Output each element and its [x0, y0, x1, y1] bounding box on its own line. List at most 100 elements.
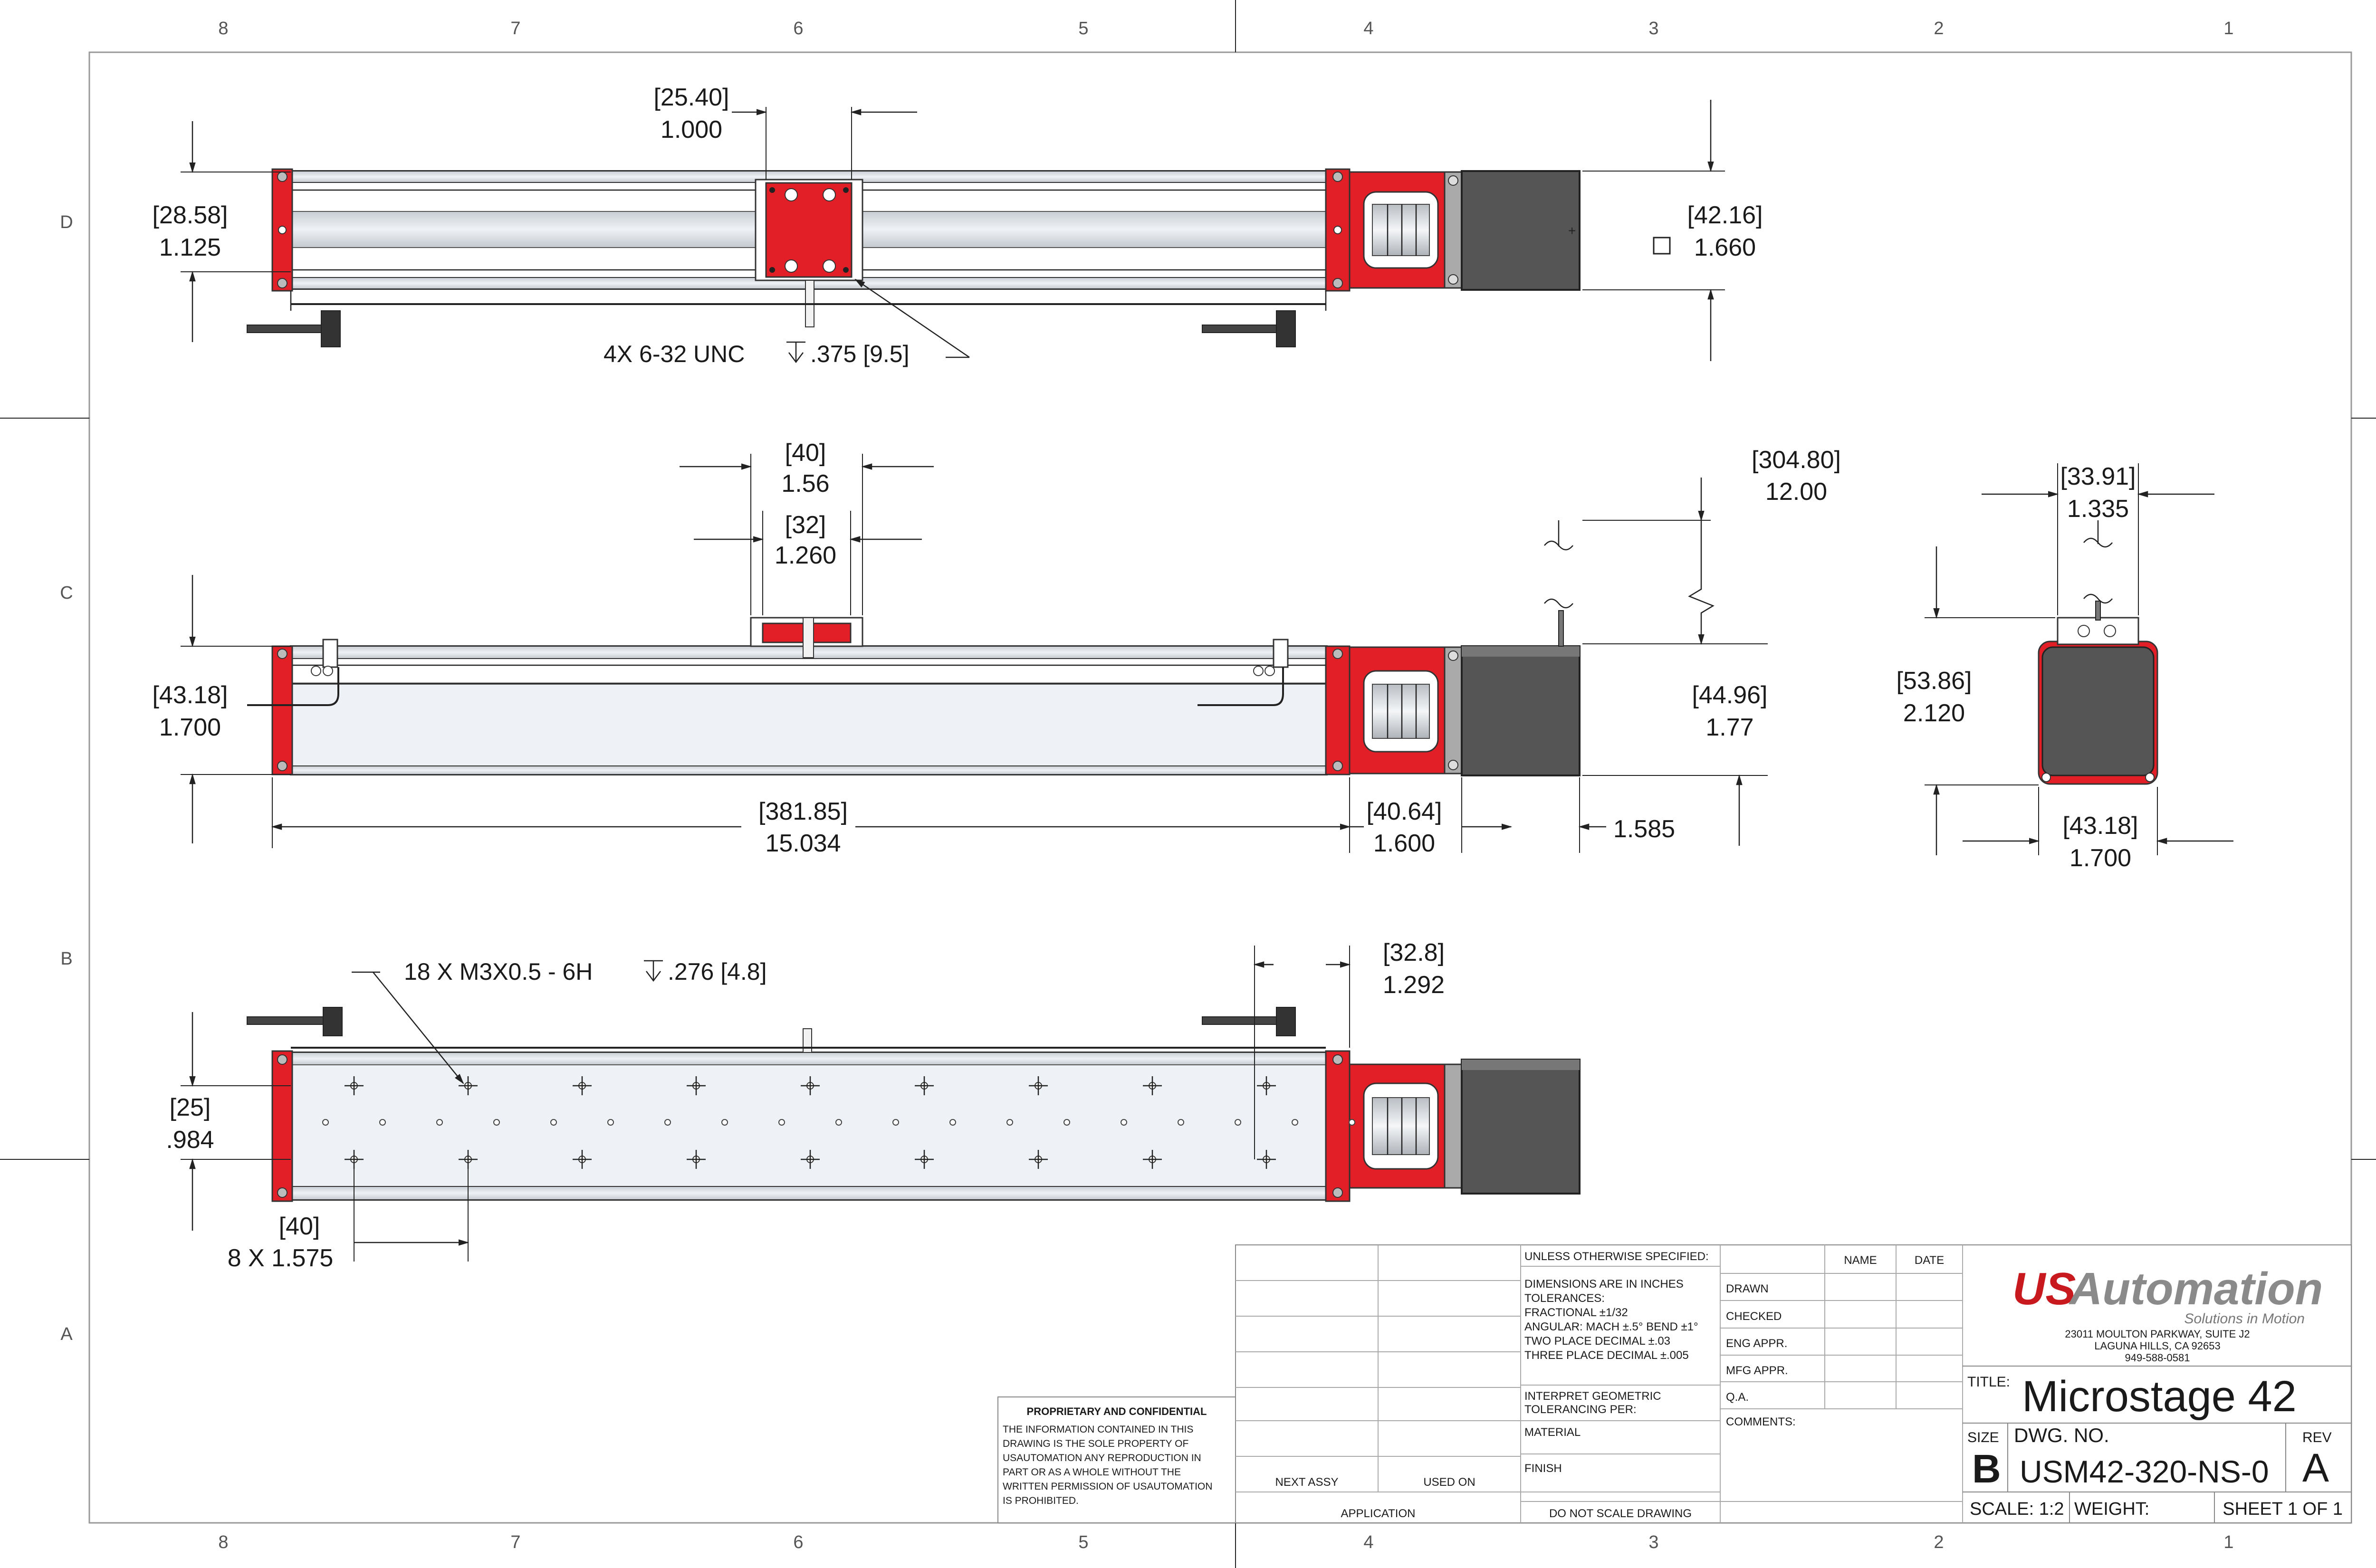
zone-column-label: 2 [1934, 1532, 1944, 1552]
proprietary-line: THE INFORMATION CONTAINED IN THIS [1003, 1424, 1193, 1435]
top-holes-note: 4X 6-32 UNC [604, 341, 745, 367]
proprietary-line: IS PROHIBITED. [1003, 1495, 1079, 1506]
bottom-pitch-dim-mm: [40] [279, 1213, 320, 1240]
zone-column-label: 8 [218, 1532, 228, 1552]
proprietary-line: USAUTOMATION ANY REPRODUCTION IN [1003, 1453, 1201, 1463]
center-hole [436, 1119, 443, 1126]
center-hole [1235, 1119, 1241, 1126]
mfg-appr-label: MFG APPR. [1726, 1364, 1788, 1377]
weight-label: WEIGHT: [2074, 1499, 2149, 1519]
tolerances-text: DIMENSIONS ARE IN INCHESTOLERANCES:FRACT… [1524, 1278, 1698, 1362]
rev-label: REV [2302, 1430, 2332, 1445]
zone-row-label: C [60, 583, 73, 603]
tolerance-line: FRACTIONAL ±1/32 [1524, 1306, 1628, 1319]
mounting-holes [322, 1076, 1355, 1169]
break-symbol-icon [2083, 520, 2113, 604]
title-block: PROPRIETARY AND CONFIDENTIAL THE INFORMA… [997, 1244, 2352, 1523]
side-length-dim-in: 15.034 [765, 830, 841, 857]
break-symbol-icon [1544, 520, 1573, 609]
bottom-view: [32.8] 1.292 [25] .984 [40] 8 X 1.575 18… [166, 939, 1581, 1272]
side-length-dim-mm: [381.85] [758, 798, 848, 825]
zone-column-label: 7 [510, 1532, 520, 1552]
side-carriage-outer-in: 1.56 [781, 470, 829, 497]
dwg-no-label: DWG. NO. [2014, 1424, 2109, 1446]
bottom-end-dim-in: 1.292 [1383, 971, 1445, 999]
side-carriage-inner-in: 1.260 [775, 542, 836, 569]
proprietary-line: WRITTEN PERMISSION OF USAUTOMATION [1003, 1481, 1212, 1492]
zone-row-label: D [60, 212, 73, 232]
top-holes-depth: .375 [9.5] [810, 341, 910, 367]
zone-column-label: 7 [510, 19, 520, 38]
center-hole [778, 1119, 785, 1126]
used-on-label: USED ON [1423, 1476, 1475, 1489]
comments-label: COMMENTS: [1726, 1415, 1796, 1428]
top-carriage-dim-mm: [25.40] [653, 84, 729, 111]
end-width-dim-mm: [43.18] [2062, 812, 2138, 840]
end-top-dim-mm: [33.91] [2060, 463, 2136, 490]
center-hole [1006, 1119, 1013, 1126]
sheet-label: SHEET 1 OF 1 [2223, 1499, 2343, 1519]
end-top-dim-in: 1.335 [2067, 495, 2129, 523]
center-hole [892, 1119, 899, 1126]
side-motor-length-dim: 1.585 [1613, 815, 1675, 843]
center-hole [949, 1119, 956, 1126]
center-hole [835, 1119, 842, 1126]
tolerance-line: THREE PLACE DECIMAL ±.005 [1524, 1349, 1689, 1362]
eng-appr-label: ENG APPR. [1726, 1337, 1787, 1350]
next-assy-label: NEXT ASSY [1275, 1476, 1339, 1489]
zone-column-label: 4 [1363, 1532, 1373, 1552]
tagline: Solutions in Motion [2184, 1311, 2305, 1327]
side-carriage-outer-mm: [40] [785, 439, 826, 467]
bottom-holes-note: 18 X M3X0.5 - 6H [404, 958, 593, 985]
top-height-dim-in: 1.125 [159, 234, 221, 261]
zone-column-label: 3 [1648, 1532, 1658, 1552]
center-hole [322, 1119, 329, 1126]
center-hole [1063, 1119, 1070, 1126]
center-hole [379, 1119, 386, 1126]
side-view: [40] 1.56 [32] 1.260 [304.80] 12.00 [43.… [152, 439, 1840, 857]
tolerance-line: TOLERANCES: [1524, 1292, 1605, 1305]
dwg-no-value: USM42-320-NS-0 [2020, 1454, 2269, 1489]
side-height-dim-mm: [43.18] [152, 681, 228, 709]
finish-label: FINISH [1524, 1462, 1562, 1475]
top-view: + [25.40] 1.000 [28.58] 1.125 [152, 84, 1763, 367]
title-label: TITLE: [1967, 1374, 2010, 1390]
center-hole [607, 1119, 614, 1126]
depth-symbol-icon [644, 960, 663, 982]
proprietary-title: PROPRIETARY AND CONFIDENTIAL [1027, 1405, 1207, 1417]
center-hole [1121, 1119, 1127, 1126]
zone-row-label: B [60, 949, 72, 969]
company-logo: US Automation [2012, 1263, 2323, 1314]
application-label: APPLICATION [1341, 1507, 1416, 1520]
interpret-line-1: INTERPRET GEOMETRIC [1524, 1390, 1661, 1403]
top-height-dim-mm: [28.58] [152, 201, 228, 229]
top-carriage-dim-in: 1.000 [661, 116, 722, 143]
bottom-end-dim-mm: [32.8] [1383, 939, 1445, 966]
side-motor-dim-in: 1.77 [1705, 714, 1753, 741]
end-height-dim-in: 2.120 [1903, 699, 1965, 727]
zone-column-label: 5 [1078, 19, 1088, 38]
proprietary-text: THE INFORMATION CONTAINED IN THIS DRAWING… [1003, 1424, 1212, 1506]
checked-label: CHECKED [1726, 1310, 1782, 1323]
end-view: [33.91] 1.335 [53.86] 2.120 [43.18] 1.70… [1896, 463, 2233, 872]
scale-label: SCALE: 1:2 [1970, 1499, 2064, 1519]
proprietary-line: DRAWING IS THE SOLE PROPERTY OF [1003, 1438, 1188, 1449]
tolerance-line: DIMENSIONS ARE IN INCHES [1524, 1278, 1684, 1291]
zone-column-label: 1 [2223, 1532, 2233, 1552]
top-motor-dim-mm: [42.16] [1687, 201, 1763, 229]
zone-column-label: 4 [1363, 19, 1373, 38]
side-carriage-inner-mm: [32] [785, 511, 826, 539]
end-height-dim-mm: [53.86] [1896, 667, 1972, 695]
side-travel-dim-mm: [304.80] [1752, 446, 1841, 474]
tolerance-line: ANGULAR: MACH ±.5° BEND ±1° [1524, 1320, 1698, 1333]
depth-symbol-icon [786, 341, 805, 363]
motor [1461, 170, 1581, 291]
zone-column-label: 6 [793, 19, 803, 38]
side-motor-dim-mm: [44.96] [1692, 681, 1767, 709]
center-hole [1292, 1119, 1298, 1126]
zone-column-label: 5 [1078, 1532, 1088, 1552]
size-label: SIZE [1967, 1430, 1999, 1445]
top-motor-dim-in: 1.660 [1694, 234, 1756, 261]
